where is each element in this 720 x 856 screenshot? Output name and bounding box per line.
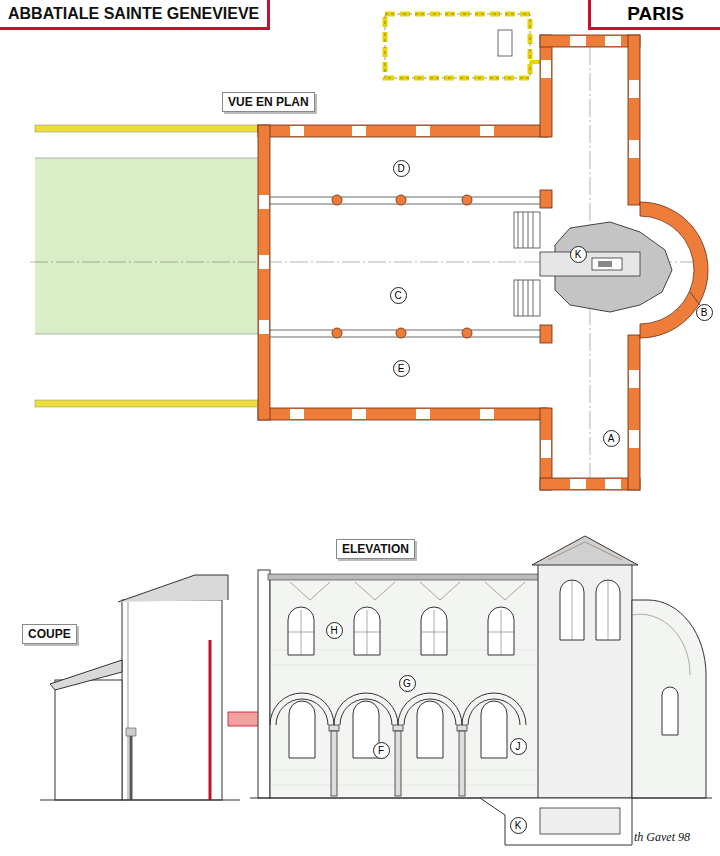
callout-circle: F	[373, 742, 390, 759]
place-box: PARIS	[588, 0, 720, 30]
callout-circle: E	[393, 360, 410, 377]
callout-letter: F	[378, 745, 384, 756]
callout-letter: A	[608, 433, 615, 444]
callout-circle: D	[393, 160, 410, 177]
callout-circle: J	[510, 738, 527, 755]
callout-letter: E	[398, 363, 405, 374]
title-box: ABBATIALE SAINTE GENEVIEVE	[0, 0, 270, 30]
callout-letter: H	[330, 625, 337, 636]
callout-circle: C	[390, 287, 407, 304]
callout-circle: A	[603, 430, 620, 447]
callout-letter: D	[397, 163, 404, 174]
callout-letter: G	[403, 678, 411, 689]
callout-letter: C	[394, 290, 401, 301]
view-heading: ELEVATION	[336, 539, 415, 559]
callout-letter: B	[701, 307, 708, 318]
callout-circle: K	[510, 817, 527, 834]
callout-circle: B	[696, 304, 713, 321]
view-heading: VUE EN PLAN	[222, 92, 315, 112]
callout-circle: K	[570, 246, 587, 263]
place-name: PARIS	[627, 3, 684, 25]
view-heading: COUPE	[22, 624, 77, 644]
callout-letter: K	[515, 820, 522, 831]
callout-circle: G	[399, 675, 416, 692]
callout-letter: J	[516, 741, 521, 752]
title-text: ABBATIALE SAINTE GENEVIEVE	[8, 5, 259, 22]
callout-circle: H	[326, 622, 343, 639]
signature: th Gavet 98	[634, 830, 690, 845]
callout-letter: K	[575, 249, 582, 260]
